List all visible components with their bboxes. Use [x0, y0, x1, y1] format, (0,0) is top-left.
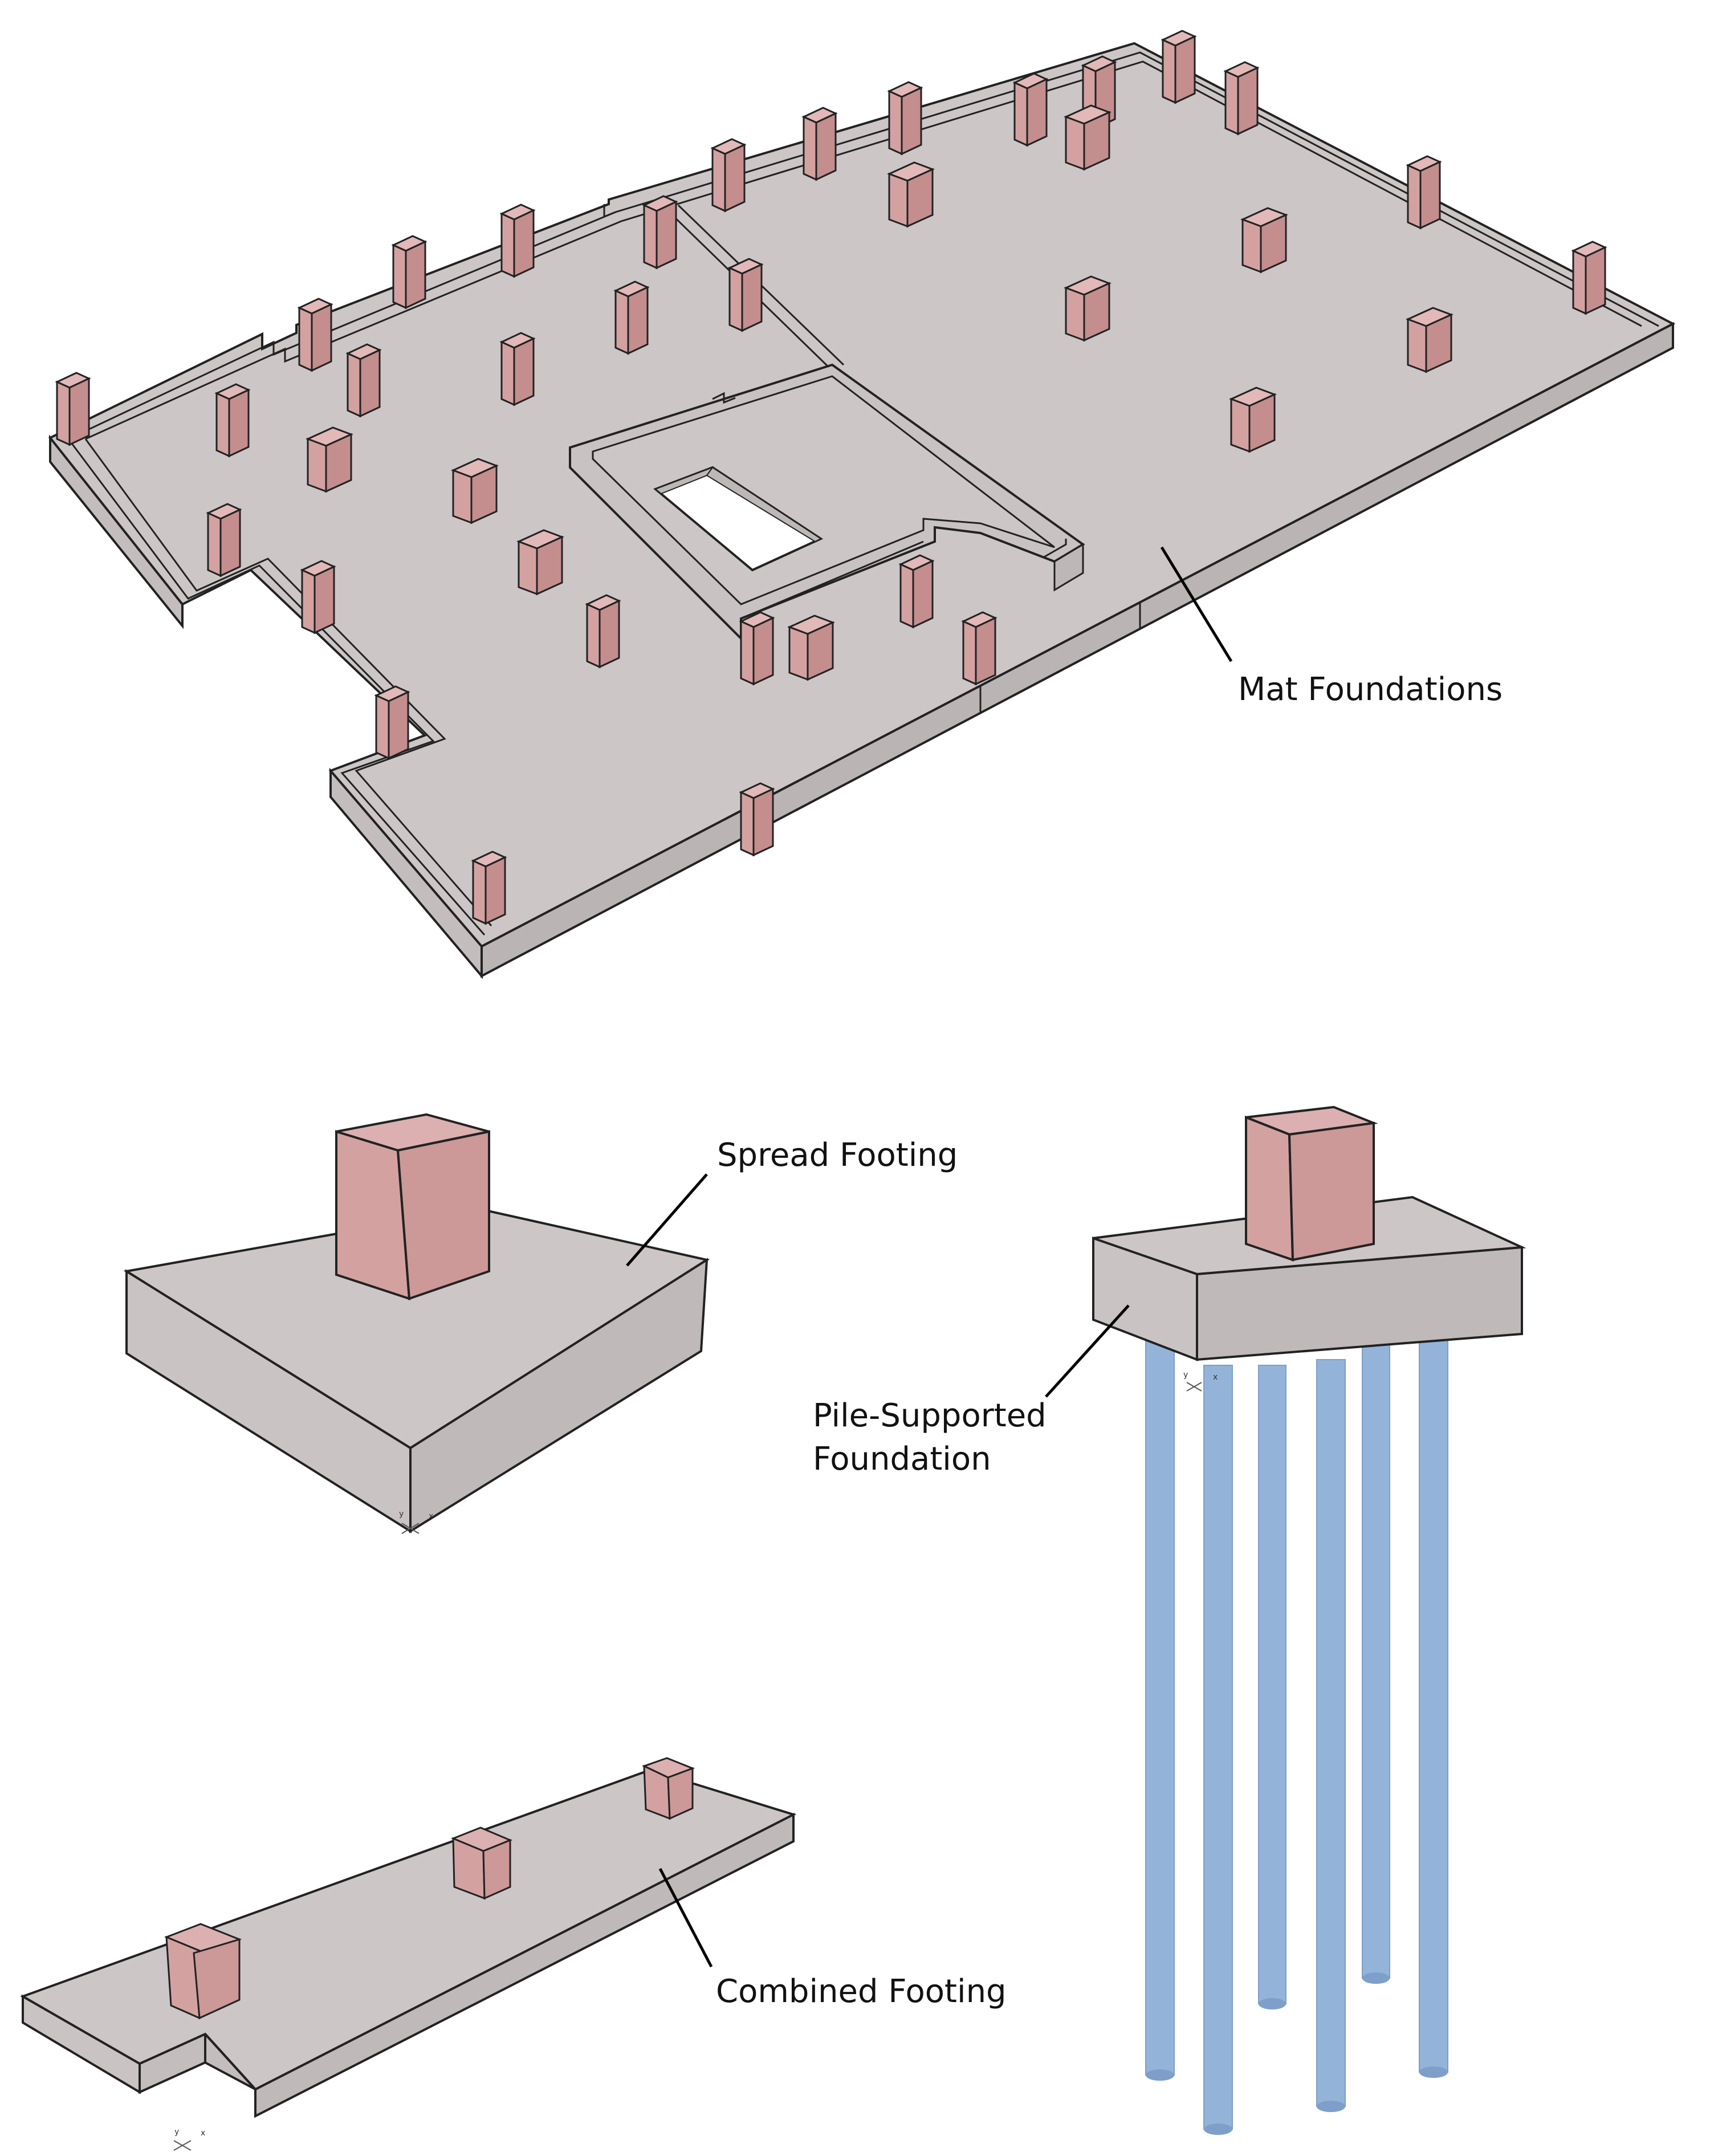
label-spread-footing: Spread Footing — [717, 1137, 958, 1174]
label-mat-foundations: Mat Foundations — [1238, 671, 1503, 708]
spread-footing: y x Spread Footing — [123, 1113, 958, 1534]
combined-column — [642, 1757, 695, 1820]
combined-axis-marker: y x — [173, 2127, 205, 2151]
piles — [1145, 1328, 1448, 2135]
spread-axis-marker: y x — [399, 1510, 433, 1534]
pile-axis-marker: y x — [1183, 1370, 1218, 1392]
label-pile-supported: Pile-Supported — [813, 1397, 1047, 1434]
pile-axis-y: y — [1183, 1370, 1188, 1380]
combined-axis-y: y — [174, 2127, 179, 2137]
pile — [1419, 1328, 1448, 2073]
mat-foundation — [48, 30, 1676, 979]
pile — [1362, 1336, 1390, 1979]
combined-footing-top — [20, 1768, 797, 2091]
pile — [1145, 1336, 1175, 2076]
pile — [1258, 1365, 1286, 2004]
pile — [1316, 1359, 1346, 2107]
pile-column-front — [1245, 1116, 1294, 1262]
label-foundation: Foundation — [813, 1441, 991, 1478]
pile-supported-foundation: y x Pile-Supported Foundation — [813, 1105, 1526, 2135]
pile-foundation-leader — [1045, 1304, 1130, 1398]
combined-footing: y x Combined Footing — [20, 1757, 1007, 2151]
mat-foundations-leader — [1160, 546, 1233, 662]
pile-column-side — [1288, 1121, 1375, 1262]
combined-footing-leader — [658, 1868, 713, 1968]
spread-column-side — [396, 1130, 490, 1300]
spread-axis-x: x — [429, 1512, 433, 1521]
pile-axis-x: x — [1213, 1373, 1218, 1382]
combined-column — [164, 1923, 242, 2020]
spread-footing-leader — [626, 1173, 708, 1267]
combined-column — [451, 1827, 512, 1900]
combined-axis-x: x — [201, 2129, 205, 2138]
pile — [1203, 1365, 1233, 2130]
spread-axis-y: y — [399, 1510, 404, 1519]
label-combined-footing: Combined Footing — [716, 1973, 1007, 2010]
